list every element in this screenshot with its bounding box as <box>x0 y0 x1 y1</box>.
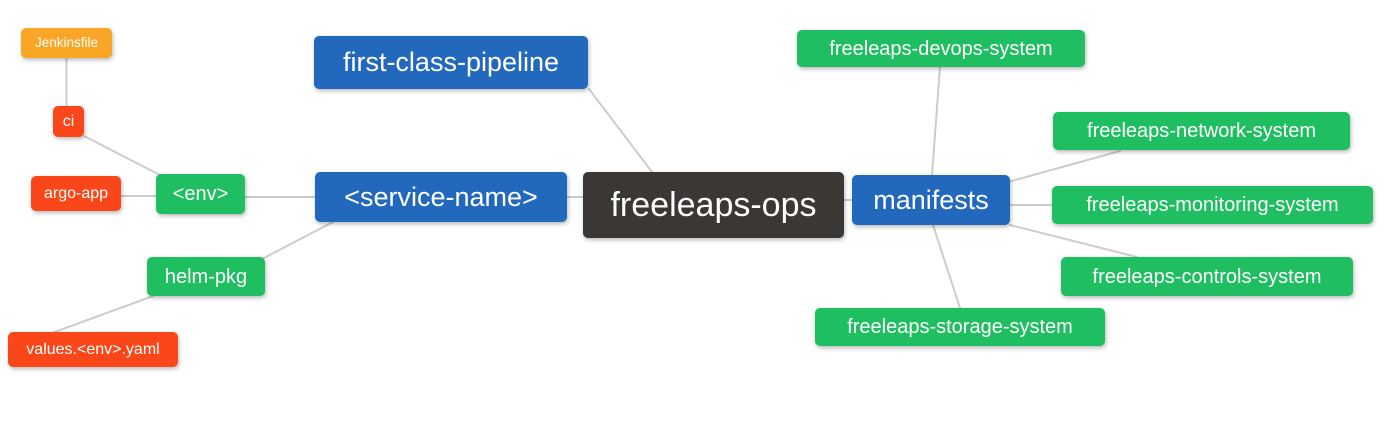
node-env[interactable]: <env> <box>156 174 245 214</box>
edge-first-class-pipeline-ops <box>588 88 653 173</box>
node-manifests[interactable]: manifests <box>852 175 1010 225</box>
node-argo-app[interactable]: argo-app <box>31 176 121 211</box>
node-jenkinsfile[interactable]: Jenkinsfile <box>21 28 112 58</box>
node-freeleaps-network-system[interactable]: freeleaps-network-system <box>1053 112 1350 150</box>
edge-helm-pkg-values-env-yaml <box>51 295 154 334</box>
edge-service-name-helm-pkg <box>263 221 334 259</box>
edge-manifests-devops-system <box>931 66 941 176</box>
node-freeleaps-devops-system[interactable]: freeleaps-devops-system <box>797 30 1085 67</box>
node-ci[interactable]: ci <box>53 106 84 137</box>
edge-manifests-controls-system <box>1009 224 1138 258</box>
node-first-class-pipeline[interactable]: first-class-pipeline <box>314 36 588 89</box>
node-service-name[interactable]: <service-name> <box>315 172 567 222</box>
node-freeleaps-monitoring-system[interactable]: freeleaps-monitoring-system <box>1052 186 1373 224</box>
node-values-env-yaml[interactable]: values.<env>.yaml <box>8 332 178 367</box>
node-freeleaps-ops-root[interactable]: freeleaps-ops <box>583 172 844 238</box>
edge-manifests-storage-system <box>932 224 961 309</box>
edge-ci-env <box>83 135 161 176</box>
edge-manifests-network-system <box>1007 150 1121 183</box>
node-freeleaps-storage-system[interactable]: freeleaps-storage-system <box>815 308 1105 346</box>
node-freeleaps-controls-system[interactable]: freeleaps-controls-system <box>1061 257 1353 296</box>
node-helm-pkg[interactable]: helm-pkg <box>147 257 265 296</box>
